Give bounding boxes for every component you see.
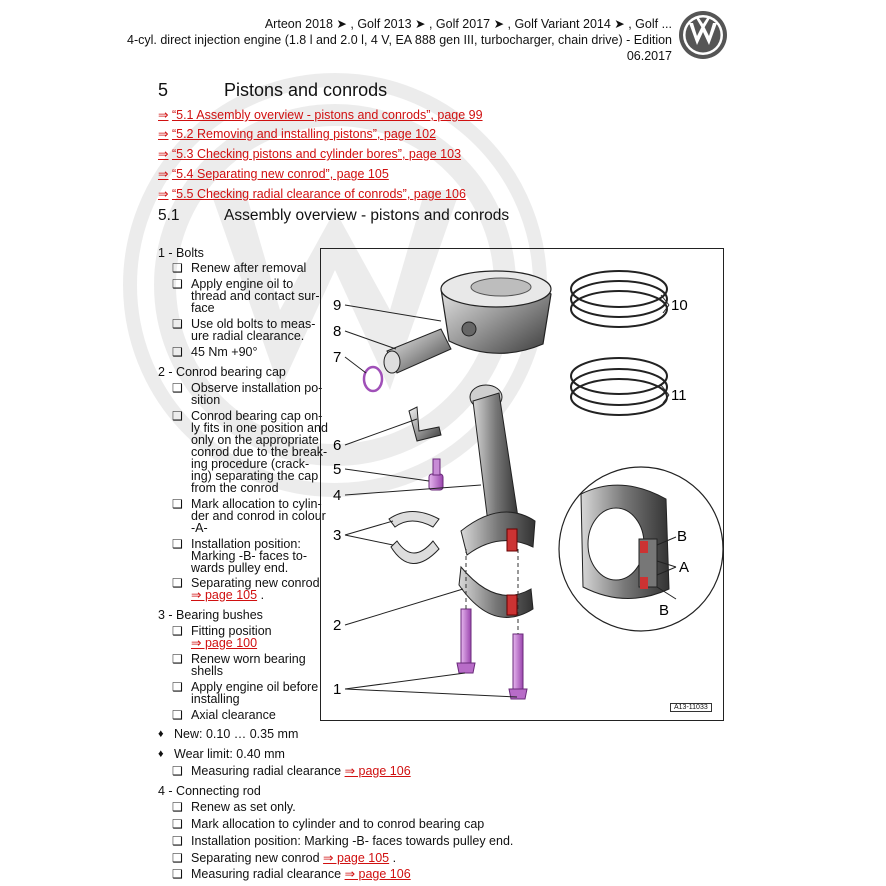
checkbox-icon: ❑ bbox=[172, 317, 183, 331]
checkbox-icon: ❑ bbox=[172, 576, 183, 590]
checkbox-icon: ❑ bbox=[172, 851, 183, 865]
toc-link-1[interactable]: ⇒ “5.1 Assembly overview - pistons and c… bbox=[158, 108, 483, 122]
exploded-view-figure: 9 8 7 6 5 4 3 2 1 10 11 B A B bbox=[320, 248, 724, 721]
oil-spray-jet-part bbox=[408, 406, 444, 491]
clearance-wear-limit: Wear limit: 0.40 mm bbox=[174, 747, 285, 761]
checkbox-icon: ❑ bbox=[172, 800, 183, 814]
checkbox-icon: ❑ bbox=[172, 867, 183, 881]
checkbox-icon: ❑ bbox=[172, 708, 183, 722]
centre-lines bbox=[465, 549, 519, 634]
callout-2: 2 bbox=[333, 617, 341, 634]
item-bearing-bushes: 3 - Bearing bushes bbox=[158, 608, 263, 622]
callout-11: 11 bbox=[671, 387, 687, 404]
leader-lines bbox=[344, 294, 677, 698]
checkbox-icon: ❑ bbox=[172, 817, 183, 831]
piston-pin-part bbox=[383, 328, 452, 374]
subsection-number: 5.1 bbox=[158, 207, 180, 224]
clearance-new: New: 0.10 … 0.35 mm bbox=[174, 727, 299, 741]
checkbox-icon: ❑ bbox=[172, 497, 183, 511]
checkbox-icon: ❑ bbox=[172, 409, 183, 423]
callout-letter-a: A bbox=[679, 559, 689, 576]
bearing-shells-part bbox=[388, 511, 440, 564]
diamond-icon: ♦ bbox=[158, 728, 164, 740]
page-link-106[interactable]: ⇒ page 106 bbox=[344, 764, 411, 778]
page-link-105[interactable]: ⇒ page 105 bbox=[323, 851, 390, 865]
checkbox-icon: ❑ bbox=[172, 537, 183, 551]
header-line-2: 4-cyl. direct injection engine (1.8 l an… bbox=[127, 33, 672, 47]
checkbox-icon: ❑ bbox=[172, 277, 183, 291]
subsection-title: Assembly overview - pistons and conrods bbox=[224, 207, 510, 224]
checkbox-icon: ❑ bbox=[172, 381, 183, 395]
page-link-100[interactable]: ⇒ page 100 bbox=[191, 636, 258, 650]
callout-7: 7 bbox=[333, 349, 341, 366]
callout-10: 10 bbox=[671, 297, 688, 314]
detail-view-part bbox=[558, 466, 724, 632]
callout-9: 9 bbox=[333, 297, 341, 314]
callout-letter-b-top: B bbox=[677, 528, 687, 545]
diamond-icon: ♦ bbox=[158, 748, 164, 760]
toc-link-4[interactable]: ⇒ “5.4 Separating new conrod”, page 105 bbox=[158, 167, 389, 181]
callout-1: 1 bbox=[333, 681, 341, 698]
item-bolts: 1 - Bolts bbox=[158, 246, 204, 260]
callout-3: 3 bbox=[333, 527, 341, 544]
callout-8: 8 bbox=[333, 323, 341, 340]
checkbox-icon: ❑ bbox=[172, 680, 183, 694]
checkbox-icon: ❑ bbox=[172, 345, 183, 359]
item-connecting-rod: 4 - Connecting rod bbox=[158, 784, 261, 798]
checkbox-icon: ❑ bbox=[172, 652, 183, 666]
section-title: Pistons and conrods bbox=[224, 80, 388, 100]
piston-rings-part bbox=[570, 270, 668, 416]
checkbox-icon: ❑ bbox=[172, 624, 183, 638]
toc-link-2[interactable]: ⇒ “5.2 Removing and installing pistons”,… bbox=[158, 127, 437, 141]
page-link-106[interactable]: ⇒ page 106 bbox=[344, 867, 411, 881]
toc-link-5[interactable]: ⇒ “5.5 Checking radial clearance of conr… bbox=[158, 187, 466, 201]
conrod-bolts-part bbox=[456, 608, 528, 700]
checkbox-icon: ❑ bbox=[172, 261, 183, 275]
callout-4: 4 bbox=[333, 487, 341, 504]
connecting-rod-part bbox=[460, 384, 536, 556]
page-link-105[interactable]: ⇒ page 105 bbox=[191, 588, 258, 602]
callout-6: 6 bbox=[333, 437, 341, 454]
piston-part bbox=[440, 270, 552, 354]
callout-5: 5 bbox=[333, 461, 341, 478]
conrod-bearing-cap-part bbox=[458, 565, 534, 618]
item-conrod-bearing-cap: 2 - Conrod bearing cap bbox=[158, 365, 286, 379]
figure-id: A13-11033 bbox=[670, 703, 712, 712]
section-number: 5 bbox=[158, 80, 169, 100]
vw-logo-icon bbox=[679, 11, 727, 59]
header-line-1: Arteon 2018 ➤ , Golf 2013 ➤ , Golf 2017 … bbox=[264, 17, 672, 31]
callout-letter-b-bottom: B bbox=[659, 602, 669, 619]
checkbox-icon: ❑ bbox=[172, 764, 183, 778]
exploded-view-drawing: 9 8 7 6 5 4 3 2 1 10 11 B A B bbox=[333, 270, 724, 700]
header-line-3: 06.2017 bbox=[626, 49, 672, 63]
circlip-part bbox=[362, 365, 384, 393]
checkbox-icon: ❑ bbox=[172, 834, 183, 848]
toc-link-3[interactable]: ⇒ “5.3 Checking pistons and cylinder bor… bbox=[158, 147, 462, 161]
